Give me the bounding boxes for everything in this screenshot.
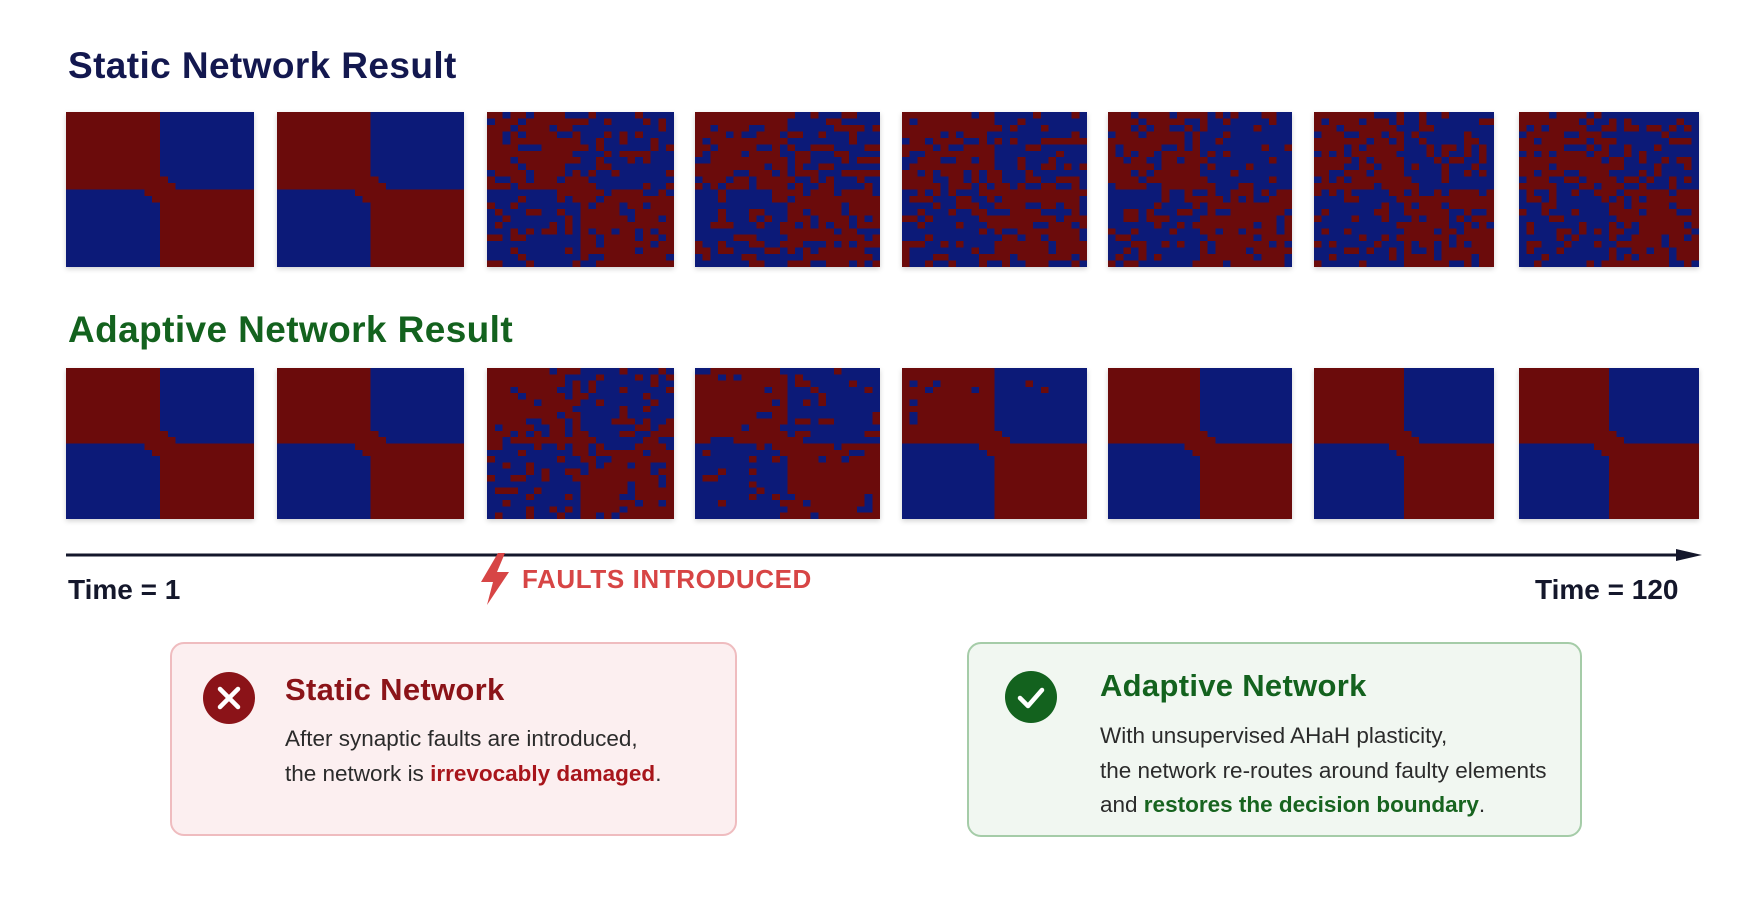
fault-marker: FAULTS INTRODUCED — [478, 553, 812, 605]
fault-label: FAULTS INTRODUCED — [522, 563, 812, 594]
static-frame-image — [1314, 112, 1494, 267]
adaptive-frame-image — [66, 368, 254, 519]
static-frame-2 — [277, 112, 464, 267]
static-card-line2-pre: the network is — [285, 760, 431, 786]
static-card-title: Static Network — [285, 672, 505, 707]
adaptive-card-line3-post: . — [1478, 792, 1486, 817]
static-network-card: Static Network After synaptic faults are… — [170, 642, 737, 836]
adaptive-network-card: Adaptive Network With unsupervised AHaH … — [967, 642, 1582, 837]
x-circle-icon — [203, 672, 255, 724]
time-end-label: Time = 120 — [1535, 574, 1679, 605]
adaptive-frame-7 — [1314, 368, 1494, 519]
static-frame-7 — [1314, 112, 1494, 267]
static-frame-image — [66, 112, 254, 267]
static-frame-image — [902, 112, 1087, 267]
adaptive-frame-8 — [1519, 368, 1699, 519]
adaptive-frame-image — [1108, 368, 1292, 519]
static-frame-image — [695, 112, 880, 267]
adaptive-frame-4 — [695, 368, 880, 519]
adaptive-section-title: Adaptive Network Result — [68, 309, 514, 350]
lightning-icon — [481, 553, 509, 605]
check-circle-icon — [1005, 671, 1057, 723]
static-card-line1: After synaptic faults are introduced, — [285, 726, 638, 751]
static-frame-image — [1108, 112, 1292, 267]
static-section-title: Static Network Result — [68, 45, 457, 86]
static-frame-4 — [695, 112, 880, 267]
adaptive-frame-image — [695, 368, 880, 519]
adaptive-card-body: With unsupervised AHaH plasticity, the n… — [1100, 719, 1546, 823]
adaptive-frame-image — [1314, 368, 1494, 519]
static-frame-8 — [1519, 112, 1699, 267]
static-card-body: After synaptic faults are introduced, th… — [285, 722, 661, 791]
static-frame-3 — [487, 112, 674, 267]
adaptive-frame-5 — [902, 368, 1087, 519]
static-card-highlight: irrevocably damaged — [430, 760, 656, 786]
static-frame-6 — [1108, 112, 1292, 267]
timeline-arrow — [66, 549, 1702, 561]
static-frame-5 — [902, 112, 1087, 267]
adaptive-card-line1: With unsupervised AHaH plasticity, — [1100, 723, 1448, 748]
static-frame-image — [1519, 112, 1699, 267]
adaptive-frame-image — [902, 368, 1087, 519]
static-card-line2-post: . — [655, 760, 662, 786]
adaptive-frame-6 — [1108, 368, 1292, 519]
adaptive-card-highlight: restores the decision boundary — [1143, 792, 1479, 817]
static-frame-1 — [66, 112, 254, 267]
time-start-label: Time = 1 — [68, 574, 181, 605]
adaptive-frame-1 — [66, 368, 254, 519]
adaptive-frame-image — [487, 368, 674, 519]
adaptive-frame-image — [277, 368, 464, 519]
adaptive-card-line2: the network re-routes around faulty elem… — [1100, 757, 1547, 783]
adaptive-card-title: Adaptive Network — [1100, 668, 1367, 703]
adaptive-card-line3-pre: and — [1100, 792, 1144, 817]
adaptive-frame-3 — [487, 368, 674, 519]
static-frame-image — [487, 112, 674, 267]
adaptive-frame-2 — [277, 368, 464, 519]
static-frame-image — [277, 112, 464, 267]
adaptive-frame-image — [1519, 368, 1699, 519]
